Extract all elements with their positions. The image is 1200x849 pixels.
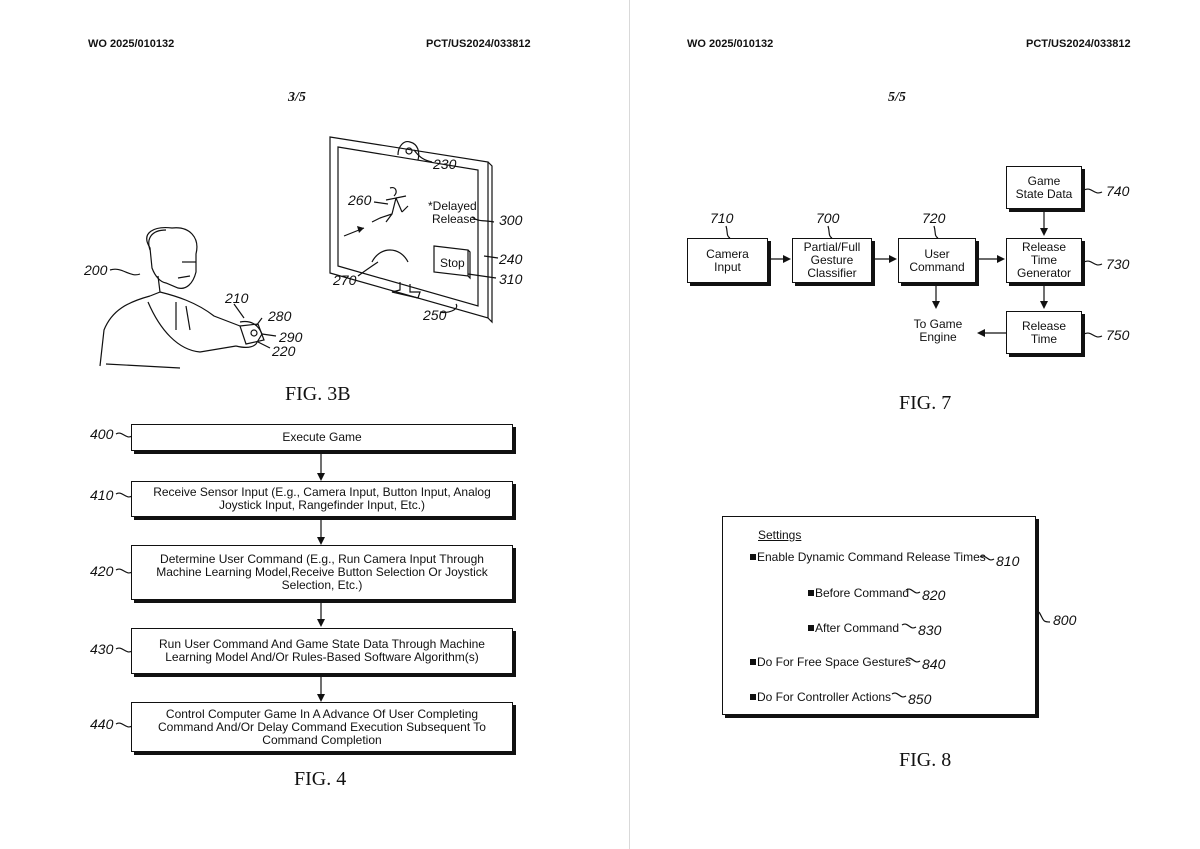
setting-before-command: Before Command bbox=[808, 586, 909, 600]
ref-230: 230 bbox=[433, 156, 457, 172]
ref-720: 720 bbox=[922, 210, 946, 226]
step-receive-sensor-input: Receive Sensor Input (E.g., Camera Input… bbox=[131, 481, 513, 517]
ref-220: 220 bbox=[272, 343, 296, 359]
settings-panel: Settings Enable Dynamic Command Release … bbox=[722, 516, 1036, 715]
ref-700: 700 bbox=[816, 210, 840, 226]
setting-controller-actions: Do For Controller Actions bbox=[750, 690, 891, 704]
step-control-computer-game: Control Computer Game In A Advance Of Us… bbox=[131, 702, 513, 752]
block-release-time-generator: Release Time Generator bbox=[1006, 238, 1082, 283]
patent-sheet-3: WO 2025/010132 PCT/US2024/033812 3/5 bbox=[84, 38, 531, 790]
ref-250: 250 bbox=[423, 307, 447, 323]
ref-400: 400 bbox=[90, 426, 114, 442]
ref-430: 430 bbox=[90, 641, 114, 657]
fig3b-caption: FIG. 3B bbox=[285, 383, 351, 405]
ref-210: 210 bbox=[225, 290, 249, 306]
checkbox-square-icon bbox=[808, 625, 814, 631]
block-game-state-data: Game State Data bbox=[1006, 166, 1082, 209]
fig3b-drawing bbox=[99, 136, 499, 369]
publication-number: WO 2025/010132 bbox=[687, 38, 774, 50]
settings-title: Settings bbox=[758, 528, 802, 542]
block-camera-input: Camera Input bbox=[687, 238, 768, 283]
ref-200: 200 bbox=[84, 262, 108, 278]
ref-710: 710 bbox=[710, 210, 734, 226]
checkbox-square-icon bbox=[750, 659, 756, 665]
tv-display bbox=[329, 136, 493, 324]
ref-850: 850 bbox=[908, 691, 932, 707]
ref-730: 730 bbox=[1106, 256, 1130, 272]
publication-number: WO 2025/010132 bbox=[88, 38, 175, 50]
delayed-release-label: *Delayed Release bbox=[428, 199, 477, 226]
checkbox-square-icon bbox=[750, 694, 756, 700]
patent-sheet-5: WO 2025/010132 PCT/US2024/033812 5/5 710… bbox=[630, 0, 1200, 849]
fig8-leaders bbox=[891, 555, 1051, 698]
player-figure bbox=[99, 227, 265, 369]
ref-830: 830 bbox=[918, 622, 942, 638]
fig7-caption: FIG. 7 bbox=[899, 392, 952, 414]
ref-740: 740 bbox=[1106, 183, 1130, 199]
ref-420: 420 bbox=[90, 563, 114, 579]
sheet-number: 3/5 bbox=[288, 90, 306, 105]
application-number: PCT/US2024/033812 bbox=[426, 38, 531, 50]
ref-410: 410 bbox=[90, 487, 114, 503]
sheet-number: 5/5 bbox=[888, 90, 906, 105]
ref-310: 310 bbox=[499, 271, 523, 287]
stop-label: Stop bbox=[440, 256, 465, 270]
ref-240: 240 bbox=[499, 251, 523, 267]
ref-800: 800 bbox=[1053, 612, 1077, 628]
step-run-user-command: Run User Command And Game State Data Thr… bbox=[131, 628, 513, 674]
ref-280: 280 bbox=[268, 308, 292, 324]
checkbox-square-icon bbox=[750, 554, 756, 560]
ref-810: 810 bbox=[996, 553, 1020, 569]
step-execute-game: Execute Game bbox=[131, 424, 513, 451]
block-release-time: Release Time bbox=[1006, 311, 1082, 354]
ref-820: 820 bbox=[922, 587, 946, 603]
ref-260: 260 bbox=[348, 192, 372, 208]
ref-290: 290 bbox=[279, 329, 303, 345]
ref-300: 300 bbox=[499, 212, 523, 228]
ref-270: 270 bbox=[333, 272, 357, 288]
checkbox-square-icon bbox=[808, 590, 814, 596]
block-gesture-classifier: Partial/Full Gesture Classifier bbox=[792, 238, 872, 283]
page-divider bbox=[629, 0, 630, 849]
to-game-engine-label: To Game Engine bbox=[913, 317, 963, 344]
setting-after-command: After Command bbox=[808, 621, 899, 635]
ref-840: 840 bbox=[922, 656, 946, 672]
fig7-connectors bbox=[725, 188, 1103, 338]
fig8-caption: FIG. 8 bbox=[899, 749, 952, 771]
block-user-command: User Command bbox=[898, 238, 976, 283]
ref-440: 440 bbox=[90, 716, 114, 732]
setting-enable-dynamic-release: Enable Dynamic Command Release Times bbox=[750, 550, 986, 564]
fig4-connectors bbox=[115, 432, 325, 728]
step-determine-user-command: Determine User Command (E.g., Run Camera… bbox=[131, 545, 513, 600]
ref-750: 750 bbox=[1106, 327, 1130, 343]
setting-free-space-gestures: Do For Free Space Gestures bbox=[750, 655, 911, 669]
fig4-caption: FIG. 4 bbox=[294, 768, 347, 790]
application-number: PCT/US2024/033812 bbox=[1026, 38, 1131, 50]
